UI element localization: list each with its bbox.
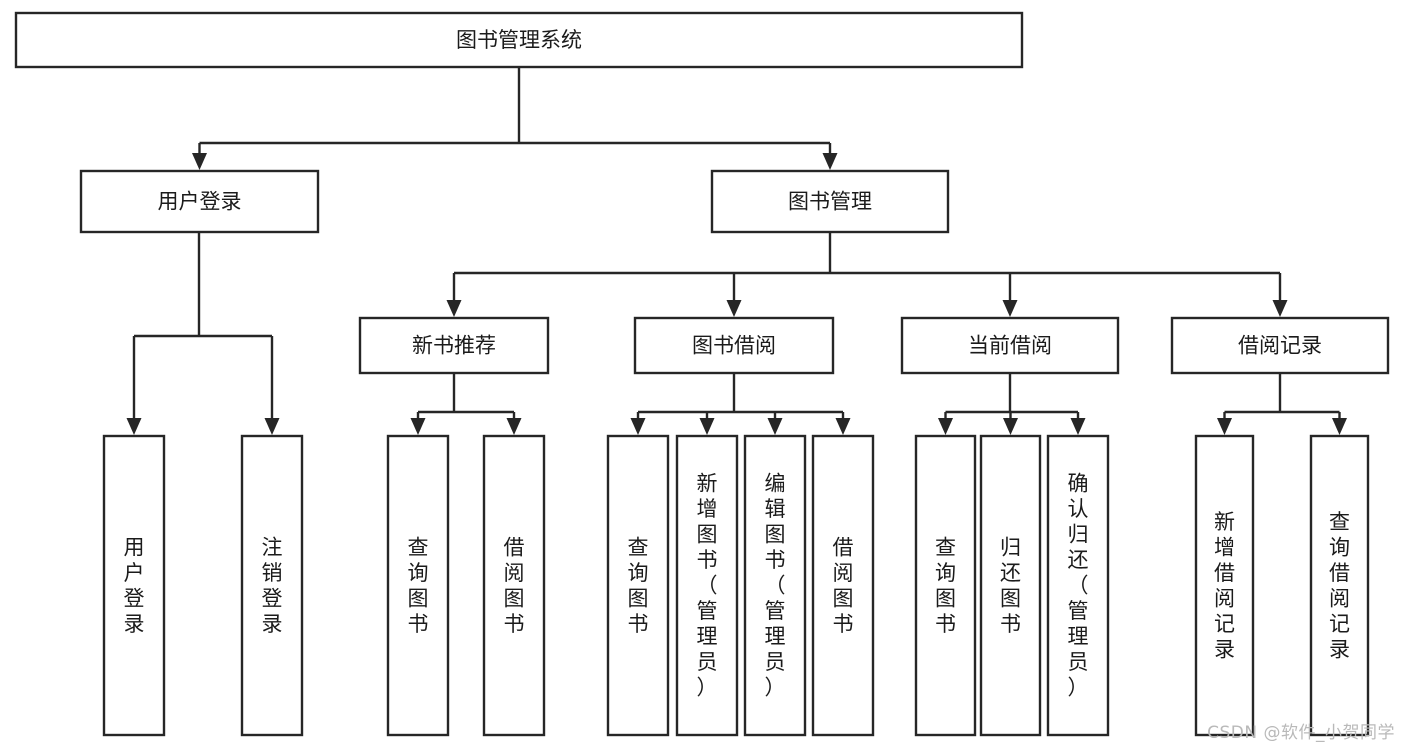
node-box-root[interactable]: [14, 11, 1024, 69]
connector-layer: [126, 67, 1347, 435]
node-label-leaf-return-book: 归还图书: [1000, 535, 1021, 636]
arrow-head-icon: [264, 418, 280, 435]
arrow-head-icon: [126, 418, 142, 435]
node-label-leaf-borrow-book-2: 借阅图书: [833, 535, 854, 636]
node-box-leaf-borrow-book-2[interactable]: [811, 434, 875, 737]
node-label-user-login: 用户登录: [158, 190, 242, 214]
node-label-book-manage: 图书管理: [788, 190, 872, 214]
node-box-leaf-query-record[interactable]: [1309, 434, 1370, 737]
arrow-head-icon: [822, 153, 838, 170]
connector-group: [192, 67, 838, 170]
arrow-head-icon: [835, 418, 851, 435]
node-label-leaf-confirm-return: 确认归还（管理员）: [1068, 472, 1089, 700]
node-leaf-confirm-return[interactable]: 确认归还（管理员）: [1046, 434, 1110, 737]
node-box-leaf-add-record[interactable]: [1194, 434, 1255, 737]
arrow-head-icon: [726, 300, 742, 317]
connector-group: [126, 232, 280, 435]
node-leaf-edit-book[interactable]: 编辑图书（管理员）: [743, 434, 807, 737]
node-user-login[interactable]: 用户登录: [79, 169, 320, 234]
node-box-leaf-logout-login[interactable]: [240, 434, 304, 737]
node-box-leaf-user-login[interactable]: [102, 434, 166, 737]
node-label-leaf-query-book-2: 查询图书: [628, 535, 649, 636]
node-book-borrow[interactable]: 图书借阅: [633, 316, 835, 375]
node-label-leaf-query-book-3: 查询图书: [935, 535, 956, 636]
node-label-borrow-record: 借阅记录: [1238, 334, 1322, 358]
node-leaf-logout-login[interactable]: 注销登录: [240, 434, 304, 737]
node-box-borrow-record[interactable]: [1170, 316, 1390, 375]
node-label-leaf-query-record: 查询借阅记录: [1329, 510, 1350, 662]
node-box-leaf-confirm-return[interactable]: [1046, 434, 1110, 737]
node-box-leaf-edit-book[interactable]: [743, 434, 807, 737]
arrow-head-icon: [192, 153, 207, 170]
node-borrow-record[interactable]: 借阅记录: [1170, 316, 1390, 375]
node-box-book-manage[interactable]: [710, 169, 950, 234]
connector-group: [1217, 373, 1347, 435]
arrow-head-icon: [1070, 418, 1086, 435]
node-label-leaf-add-book: 新增图书（管理员）: [697, 472, 718, 700]
node-box-user-login[interactable]: [79, 169, 320, 234]
node-box-leaf-query-book-2[interactable]: [606, 434, 670, 737]
connector-group: [630, 373, 851, 435]
node-label-leaf-user-login: 用户登录: [124, 535, 145, 636]
node-current-borrow[interactable]: 当前借阅: [900, 316, 1120, 375]
node-leaf-query-book-2[interactable]: 查询图书: [606, 434, 670, 737]
node-leaf-user-login[interactable]: 用户登录: [102, 434, 166, 737]
arrow-head-icon: [630, 418, 646, 435]
node-leaf-borrow-book-2[interactable]: 借阅图书: [811, 434, 875, 737]
node-box-new-book-rec[interactable]: [358, 316, 550, 375]
node-layer: 图书管理系统用户登录图书管理新书推荐图书借阅当前借阅借阅记录用户登录注销登录查询…: [14, 11, 1390, 737]
node-label-leaf-add-record: 新增借阅记录: [1214, 510, 1235, 662]
node-label-current-borrow: 当前借阅: [968, 334, 1052, 358]
node-box-book-borrow[interactable]: [633, 316, 835, 375]
watermark-text: CSDN @软件_小贺同学: [1207, 723, 1395, 743]
node-leaf-borrow-book-1[interactable]: 借阅图书: [482, 434, 546, 737]
connector-group: [938, 373, 1086, 435]
arrow-head-icon: [1002, 300, 1018, 317]
node-leaf-return-book[interactable]: 归还图书: [979, 434, 1042, 737]
node-box-leaf-add-book[interactable]: [675, 434, 739, 737]
node-box-leaf-return-book[interactable]: [979, 434, 1042, 737]
arrow-head-icon: [699, 418, 715, 435]
node-box-current-borrow[interactable]: [900, 316, 1120, 375]
node-box-leaf-query-book-3[interactable]: [914, 434, 977, 737]
arrow-head-icon: [1272, 300, 1288, 317]
node-root[interactable]: 图书管理系统: [14, 11, 1024, 69]
connector-group: [446, 232, 1288, 317]
arrow-head-icon: [767, 418, 783, 435]
node-label-leaf-query-book-1: 查询图书: [408, 535, 429, 636]
node-label-leaf-edit-book: 编辑图书（管理员）: [765, 472, 786, 700]
arrow-head-icon: [506, 418, 522, 435]
node-box-leaf-query-book-1[interactable]: [386, 434, 450, 737]
arrow-head-icon: [1217, 418, 1232, 435]
node-label-new-book-rec: 新书推荐: [412, 334, 496, 358]
node-leaf-add-record[interactable]: 新增借阅记录: [1194, 434, 1255, 737]
node-box-leaf-borrow-book-1[interactable]: [482, 434, 546, 737]
node-new-book-rec[interactable]: 新书推荐: [358, 316, 550, 375]
arrow-head-icon: [1003, 418, 1018, 435]
node-label-book-borrow: 图书借阅: [692, 334, 776, 358]
node-label-leaf-logout-login: 注销登录: [262, 535, 283, 636]
node-leaf-query-book-3[interactable]: 查询图书: [914, 434, 977, 737]
arrow-head-icon: [410, 418, 426, 435]
arrow-head-icon: [1332, 418, 1347, 435]
arrow-head-icon: [446, 300, 462, 317]
node-label-root: 图书管理系统: [456, 28, 582, 52]
connector-group: [410, 373, 522, 435]
arrow-head-icon: [938, 418, 953, 435]
node-book-manage[interactable]: 图书管理: [710, 169, 950, 234]
node-leaf-query-record[interactable]: 查询借阅记录: [1309, 434, 1370, 737]
node-leaf-add-book[interactable]: 新增图书（管理员）: [675, 434, 739, 737]
node-leaf-query-book-1[interactable]: 查询图书: [386, 434, 450, 737]
node-label-leaf-borrow-book-1: 借阅图书: [504, 535, 525, 636]
